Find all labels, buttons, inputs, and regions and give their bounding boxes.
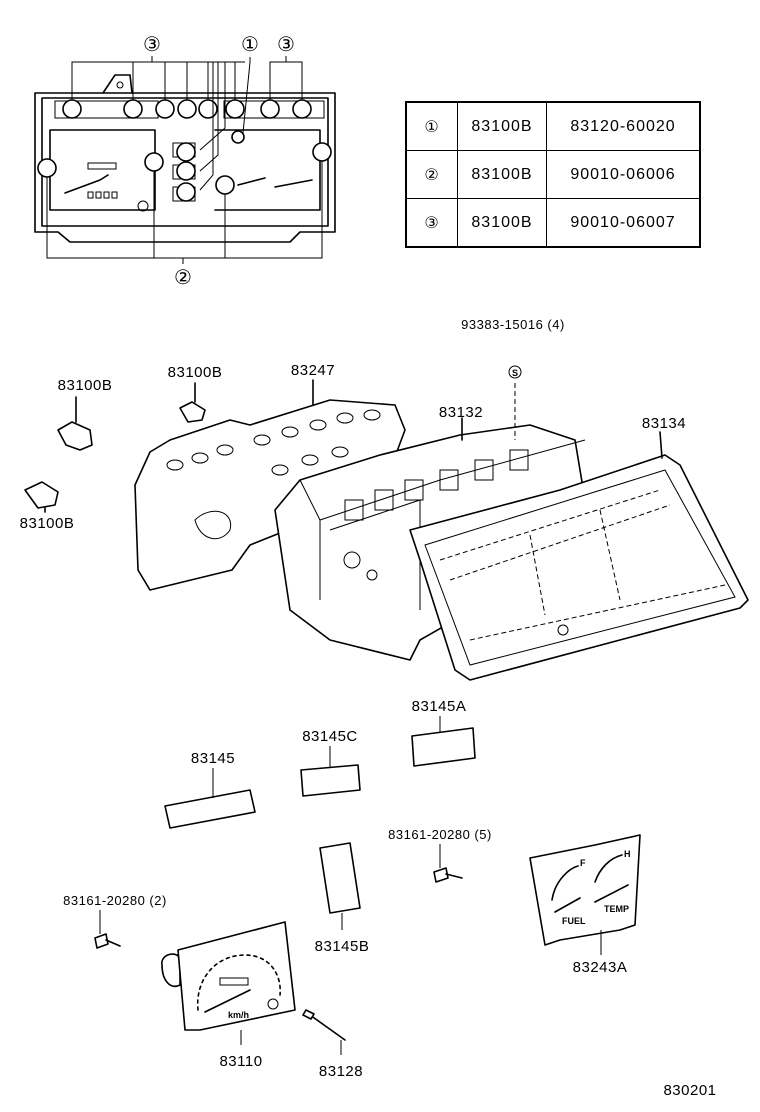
table-row: ① 83100B 83120-60020: [405, 101, 701, 151]
figure-id: 830201: [663, 1082, 716, 1099]
row-part: 90010-06007: [546, 198, 701, 248]
label-83247: 83247: [291, 362, 335, 379]
row-group: 83100B: [457, 198, 547, 248]
meter-overview: ③ ① ③ ②: [34, 32, 336, 289]
bulb-socket-lower: [24, 481, 59, 513]
meter-lens: [409, 431, 749, 681]
reference-table: ① 83100B 83120-60020 ② 83100B 90010-0600…: [405, 101, 701, 248]
gauge-temp-label: TEMP: [604, 904, 629, 914]
bulb-socket-upper: [57, 396, 93, 451]
row-key: ②: [405, 150, 458, 199]
fuel-temp-gauge: F H FUEL TEMP: [529, 834, 641, 955]
callout-2: ②: [174, 265, 192, 289]
callout-1: ①: [241, 32, 259, 56]
speedometer: km/h: [161, 921, 296, 1045]
row-group: 83100B: [457, 150, 547, 199]
row-key: ①: [405, 101, 458, 151]
callout-3-left: ③: [143, 32, 161, 56]
label-83110: 83110: [219, 1053, 262, 1070]
label-83132: 83132: [439, 404, 483, 421]
label-93383-15016: 93383-15016 (4): [461, 317, 565, 332]
label-83243a: 83243A: [573, 959, 628, 976]
gauge-fuel-label: FUEL: [562, 916, 586, 926]
screw-2: [94, 910, 121, 949]
label-83145: 83145: [191, 750, 235, 767]
gauge-temp-h: H: [624, 849, 631, 859]
row-group: 83100B: [457, 101, 547, 151]
row-part: 90010-06006: [546, 150, 701, 199]
label-83134: 83134: [642, 415, 686, 432]
label-83100b-mid: 83100B: [168, 364, 223, 381]
screw-5: [433, 844, 463, 883]
label-83145a: 83145A: [412, 698, 467, 715]
screw-symbol: S: [512, 368, 518, 378]
window-83145b: [319, 842, 361, 914]
window-83145c: [300, 764, 361, 797]
table-row: ③ 83100B 90010-06007: [405, 198, 701, 248]
row-part: 83120-60020: [546, 101, 701, 151]
screw-symbol-circle: [508, 365, 522, 379]
window-83145a: [411, 727, 476, 767]
label-83161-20280-5: 83161-20280 (5): [388, 827, 492, 842]
row-key: ③: [405, 198, 458, 248]
label-83145c: 83145C: [302, 728, 358, 745]
label-83100b-lower: 83100B: [20, 515, 75, 532]
bulb-socket-mid: [179, 382, 206, 423]
callout-3-right: ③: [277, 32, 295, 56]
label-83100b-upper: 83100B: [58, 377, 113, 394]
window-83145: [164, 789, 256, 829]
speedo-unit: km/h: [228, 1010, 249, 1020]
label-83128: 83128: [319, 1063, 363, 1080]
speedometer-cable: [302, 1009, 346, 1055]
gauge-fuel-f: F: [580, 858, 586, 868]
label-83145b: 83145B: [315, 938, 370, 955]
table-row: ② 83100B 90010-06006: [405, 150, 701, 199]
label-83161-20280-2: 83161-20280 (2): [63, 893, 167, 908]
